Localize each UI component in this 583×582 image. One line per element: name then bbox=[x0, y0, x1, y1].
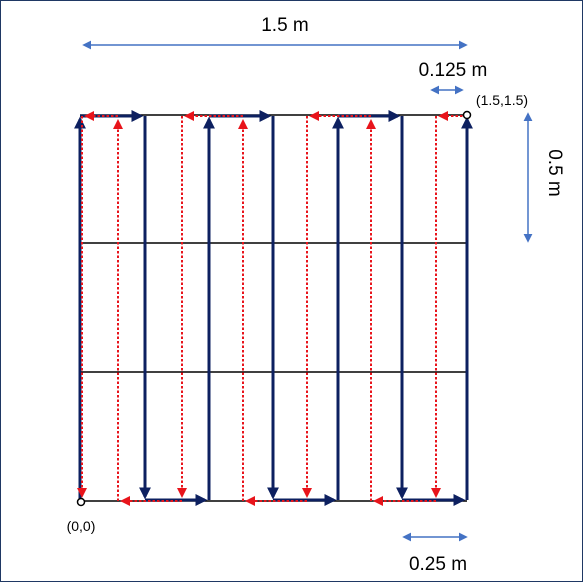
corner-point-marker bbox=[462, 110, 472, 120]
corner-label: (1.5,1.5) bbox=[476, 92, 528, 108]
dimension-arrows bbox=[82, 40, 533, 542]
origin-point-marker bbox=[76, 497, 86, 507]
step-label: 0.125 m bbox=[419, 60, 488, 81]
height-label: 0.5 m bbox=[544, 149, 565, 197]
origin-label: (0,0) bbox=[67, 518, 96, 534]
secondary-scan-path bbox=[77, 111, 467, 506]
width-label: 1.5 m bbox=[261, 15, 309, 36]
primary-scan-path bbox=[74, 110, 473, 506]
spacing-label: 0.25 m bbox=[409, 554, 467, 575]
